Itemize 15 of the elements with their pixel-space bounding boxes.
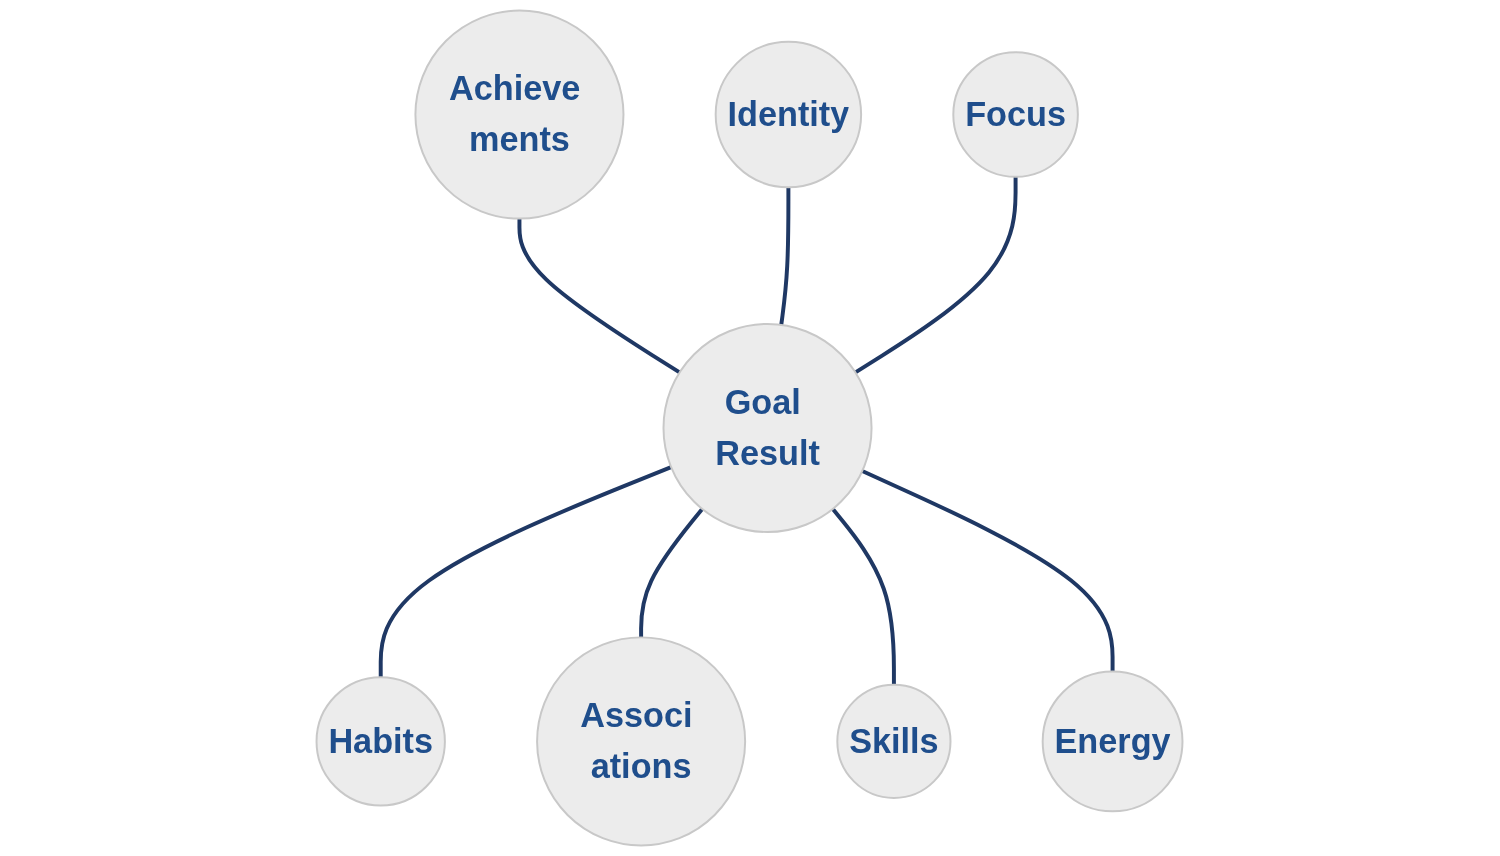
node-circle: Focus	[952, 51, 1080, 178]
connector	[854, 176, 1019, 375]
node-circle: Achieve ments	[414, 9, 625, 220]
connector	[779, 187, 791, 326]
connector	[517, 218, 682, 375]
node-circle: Energy	[1042, 670, 1184, 813]
node-circle: Habits	[316, 676, 447, 807]
connector	[639, 507, 705, 638]
node-circle: Goal Result	[663, 322, 874, 533]
connector	[831, 507, 897, 685]
connector	[861, 469, 1116, 672]
node-circle: Skills	[836, 683, 952, 799]
node-circle: Identity	[715, 40, 863, 189]
node-circle: Associ ations	[536, 636, 747, 847]
connector	[379, 465, 673, 678]
